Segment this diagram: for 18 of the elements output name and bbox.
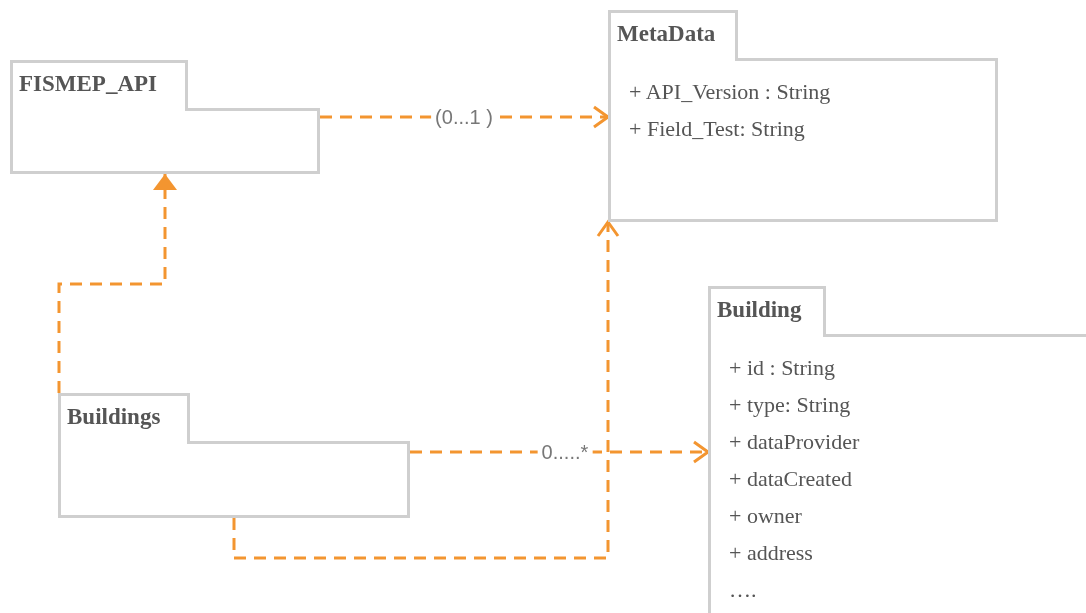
dependency-arrow: [232, 220, 620, 560]
attribute-text: + Field_Test: String: [629, 115, 805, 143]
class-name: MetaData: [608, 10, 738, 61]
dependency-arrow: [57, 174, 177, 393]
attribute-text: + API_Version : String: [629, 78, 831, 106]
attribute-text: + owner: [729, 502, 802, 530]
attribute-text: + type: String: [729, 391, 851, 419]
uml-class: [58, 393, 410, 518]
class-name: Building: [708, 286, 826, 337]
attribute-text: + id : String: [729, 354, 835, 382]
uml-class: [608, 10, 998, 222]
attribute-text: ….: [729, 576, 757, 604]
attribute-text: + dataProvider: [729, 428, 860, 456]
attribute-text: + address: [729, 539, 813, 567]
class-name: FISMEP_API: [10, 60, 188, 111]
uml-class: [10, 60, 320, 174]
attribute-text: + dataCreated: [729, 465, 852, 493]
class-name: Buildings: [58, 393, 190, 444]
